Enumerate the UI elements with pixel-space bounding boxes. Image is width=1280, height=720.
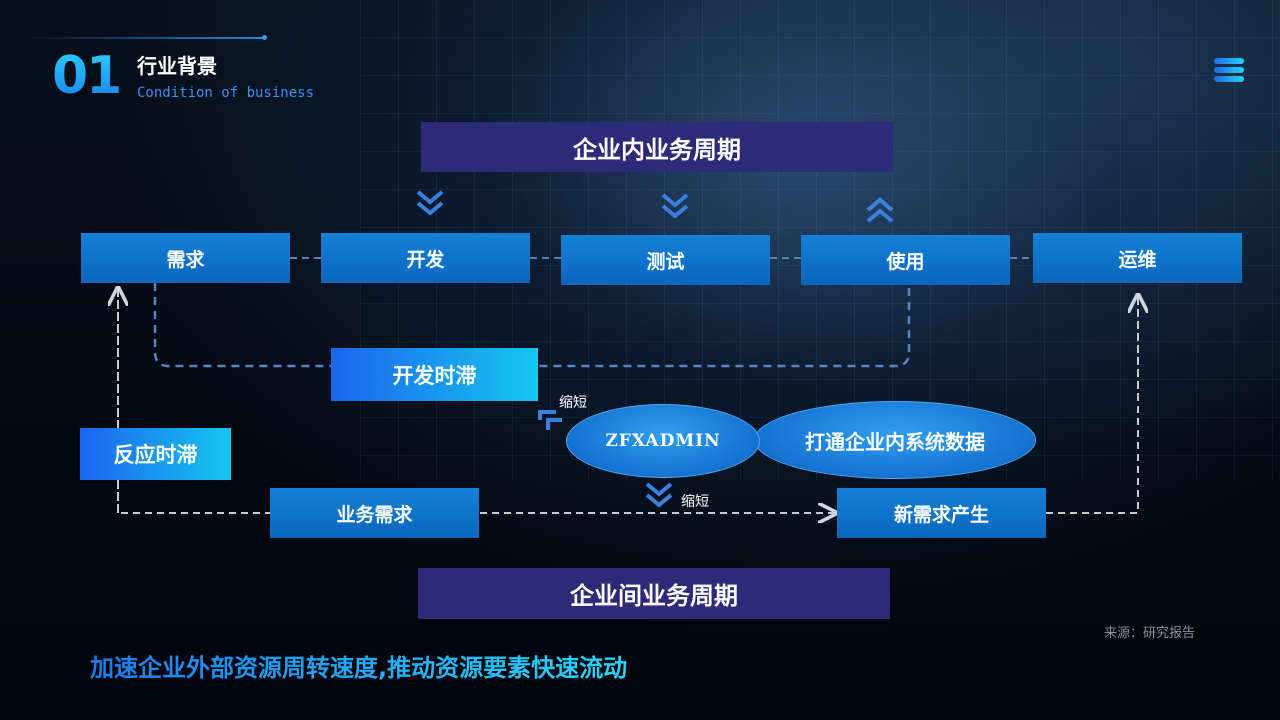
source-note: 来源：研究报告 bbox=[1104, 626, 1196, 641]
reaction-lag-box: 反应时滞 bbox=[80, 428, 231, 480]
reaction-loop-right bbox=[1046, 300, 1139, 514]
dev-lag-box: 开发时滞 bbox=[331, 348, 538, 401]
new-demand-box: 新需求产生 bbox=[837, 488, 1046, 538]
section-title: 行业背景 bbox=[137, 54, 217, 78]
stage-demand: 需求 bbox=[81, 233, 290, 283]
tagline: 加速企业外部资源周转速度,推动资源要素快速流动 bbox=[90, 648, 627, 683]
section-number: 01 bbox=[52, 46, 122, 106]
shorten-label: 缩短 bbox=[681, 494, 709, 510]
chevron-up-icon bbox=[866, 197, 894, 223]
chevron-down-icon bbox=[661, 193, 689, 219]
section-subtitle: Condition of business bbox=[137, 85, 315, 101]
ellipse-integrate-data: 打通企业内系统数据 bbox=[754, 401, 1036, 479]
menu-icon[interactable] bbox=[1214, 58, 1244, 82]
reaction-loop-left bbox=[117, 300, 270, 514]
stage-development: 开发 bbox=[321, 233, 530, 283]
stage-operations: 运维 bbox=[1033, 233, 1242, 283]
header-accent-line bbox=[26, 37, 266, 39]
chevron-down-icon bbox=[416, 190, 444, 216]
top-banner: 企业内业务周期 bbox=[421, 122, 893, 172]
chevron-down-icon bbox=[645, 482, 673, 508]
bottom-banner: 企业间业务周期 bbox=[418, 568, 890, 619]
ellipse-zfxadmin: ZFXADMIN bbox=[566, 404, 760, 478]
chevron-diagonal-icon bbox=[538, 410, 562, 430]
business-demand-box: 业务需求 bbox=[270, 488, 479, 538]
shorten-label: 缩短 bbox=[559, 395, 587, 411]
header-accent-dot bbox=[262, 35, 267, 40]
stage-testing: 测试 bbox=[561, 235, 770, 285]
stage-usage: 使用 bbox=[801, 235, 1010, 285]
